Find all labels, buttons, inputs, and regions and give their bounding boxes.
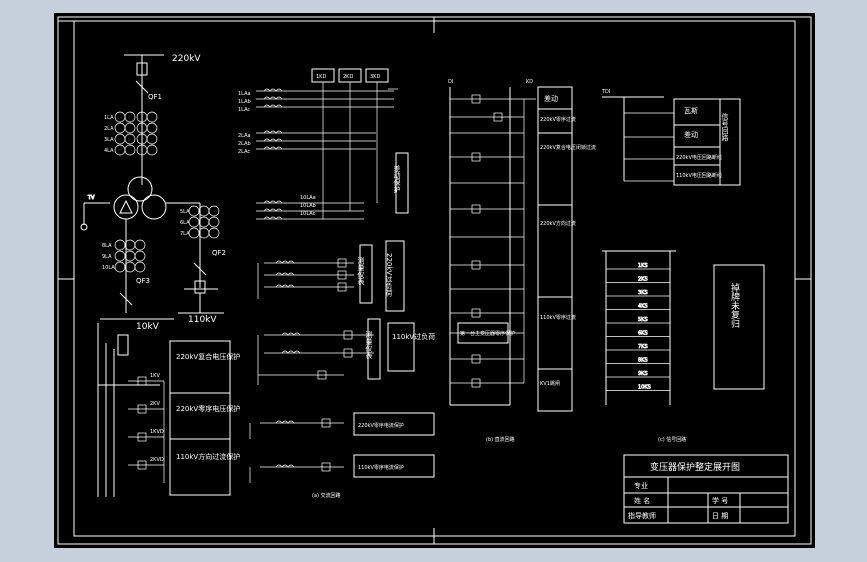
dc-bus-neg: KD bbox=[526, 79, 533, 85]
contact-1kvd: 1KVD bbox=[150, 429, 164, 435]
relay-3kd: 3KD bbox=[370, 74, 380, 80]
title-block: 变压器保护整定展开图 专业 姓 名 学 号 指导教师 日 期 bbox=[623, 454, 789, 524]
contact-2kv: 2KV bbox=[150, 401, 160, 407]
qf3-label: QF3 bbox=[136, 277, 150, 285]
box-110-direction: 110kV方向过流保护 bbox=[176, 452, 240, 461]
signal-item-diff: 差动 bbox=[684, 130, 698, 139]
signal-item-110-break: 110kV电压回路断线 bbox=[676, 172, 722, 179]
contact-1kv: 1KV bbox=[150, 373, 160, 379]
signal-relay-label: 10KS bbox=[638, 385, 651, 391]
box-110-overload: 110kV过负荷 bbox=[392, 332, 435, 341]
signal-item-gas: 瓦斯 bbox=[684, 106, 698, 115]
schematic-drawing: 220kV QF1 1LA 2LA 3LA 4LA TV bbox=[57, 16, 812, 545]
qf1-label: QF1 bbox=[148, 93, 162, 101]
dc-circuit: DI KD 差动 220kV零序过流 220kV复合电压闭锁过流 220kV方向… bbox=[448, 79, 596, 443]
signal-relay-label: 3KS bbox=[638, 290, 648, 296]
box-220-overload: 220kV过负荷 bbox=[385, 253, 393, 297]
signal-relay-label: 9KS bbox=[638, 371, 648, 377]
ct-mv-3: 7LA bbox=[180, 231, 190, 237]
caption-dc: (b) 直流回路 bbox=[486, 436, 515, 443]
signal-relay-label: 8KS bbox=[638, 358, 648, 364]
lv-phase-b: 10LAb bbox=[300, 203, 316, 209]
indicator-label: 掉牌未复归 bbox=[729, 282, 740, 329]
frame-ticks bbox=[58, 17, 811, 544]
signal-side-label: 信号回路 bbox=[721, 112, 729, 142]
signal-bus-label: TDI bbox=[601, 89, 610, 95]
dc-item-kv1-trip: KV1跳闸 bbox=[540, 380, 560, 387]
title-row-id: 学 号 bbox=[712, 496, 728, 505]
voltage-panel: 1KV 2KV 1KVD 2KVD 220kV复合电压保护 220kV零序电压保… bbox=[97, 323, 240, 497]
box-220-zero-seq-i: 220kV零序电流保护 bbox=[358, 422, 404, 429]
signal-relay-label: 6KS bbox=[638, 331, 648, 337]
lv-phase-c: 10LAc bbox=[300, 211, 316, 217]
hv-phase-b: 1LAb bbox=[238, 99, 251, 105]
box-differential: 差动保护 bbox=[393, 164, 401, 194]
caption-signal: (c) 信号回路 bbox=[658, 436, 686, 443]
dc-item-220-zero: 220kV零序过流 bbox=[540, 116, 576, 123]
hv-phase-c: 1LAc bbox=[238, 107, 250, 113]
signal-relay-label: 1KS bbox=[638, 263, 648, 269]
qf2-label: QF2 bbox=[212, 249, 226, 257]
box-measure-1: 测量仪表 bbox=[357, 257, 365, 286]
signal-item-220-break: 220kV电压回路断线 bbox=[676, 154, 722, 161]
title-row-major: 专业 bbox=[634, 481, 648, 490]
hv-phase-a: 1LAa bbox=[238, 91, 251, 97]
title-row-name: 姓 名 bbox=[634, 496, 650, 505]
ct-mv-2: 6LA bbox=[180, 220, 190, 226]
dc-item-220-direction: 220kV方向过流 bbox=[540, 220, 576, 227]
ac-meter-circuit: 测量仪表 220kV过负荷 测量仪表 110kV过负荷 220kV零序电流保护 … bbox=[249, 240, 435, 499]
box-measure-2: 测量仪表 bbox=[365, 331, 373, 360]
ct-lv-3: 10LA bbox=[102, 265, 115, 271]
title-row-advisor: 指导教师 bbox=[628, 511, 656, 520]
dc-first-transformer: 第一台主变压器零序保护 bbox=[460, 330, 515, 337]
mv-phase-c: 2LAc bbox=[238, 149, 250, 155]
lv-bus-label: 10kV bbox=[136, 322, 160, 332]
drawing-canvas: 220kV QF1 1LA 2LA 3LA 4LA TV bbox=[54, 13, 815, 548]
ct-hv-2: 2LA bbox=[104, 126, 114, 132]
ct-hv-3: 3LA bbox=[104, 137, 114, 143]
signal-circuit: TDI 瓦斯 差动 220kV电压回路断线 110kV电压回路断线 信号回路 1… bbox=[601, 89, 765, 443]
ct-lv-1: 8LA bbox=[102, 243, 112, 249]
mv-phase-b: 2LAb bbox=[238, 141, 251, 147]
box-220-zero-seq-v: 220kV零序电压保护 bbox=[176, 404, 240, 413]
dc-item-110-zero: 110kV零序过流 bbox=[540, 314, 576, 321]
signal-relay-label: 5KS bbox=[638, 317, 648, 323]
box-110-zero-seq-i: 110kV零序电流保护 bbox=[358, 464, 404, 471]
relay-1kd: 1KD bbox=[316, 74, 326, 80]
dc-item-220-complex: 220kV复合电压闭锁过流 bbox=[540, 144, 596, 151]
title-block-title: 变压器保护整定展开图 bbox=[650, 461, 740, 473]
ct-lv-2: 9LA bbox=[102, 254, 112, 260]
box-220-complex: 220kV复合电压保护 bbox=[176, 352, 240, 361]
ac-diff-circuit: 1KD 2KD 3KD 1L bbox=[238, 68, 409, 220]
contact-2kvd: 2KVD bbox=[150, 457, 164, 463]
title-row-date: 日 期 bbox=[712, 512, 728, 520]
lv-phase-a: 10LAa bbox=[300, 195, 316, 201]
ct-mv-1: 5LA bbox=[180, 209, 190, 215]
dc-item-diff: 差动 bbox=[544, 94, 558, 103]
ct-hv-4: 4LA bbox=[104, 148, 114, 154]
mv-phase-a: 2LAa bbox=[238, 133, 251, 139]
signal-relay-label: 4KS bbox=[638, 304, 648, 310]
relay-2kd: 2KD bbox=[343, 74, 353, 80]
primary-one-line: 220kV QF1 1LA 2LA 3LA 4LA TV bbox=[80, 54, 226, 332]
ct-hv-1: 1LA bbox=[104, 115, 114, 121]
tv-label: TV bbox=[87, 195, 95, 201]
caption-ac: (a) 交流回路 bbox=[312, 492, 341, 499]
dc-bus-pos: DI bbox=[448, 79, 453, 85]
signal-relay-label: 2KS bbox=[638, 277, 648, 283]
signal-relay-label: 7KS bbox=[638, 344, 648, 350]
hv-bus-label: 220kV bbox=[172, 54, 201, 64]
mv-bus-label: 110kV bbox=[188, 315, 217, 325]
